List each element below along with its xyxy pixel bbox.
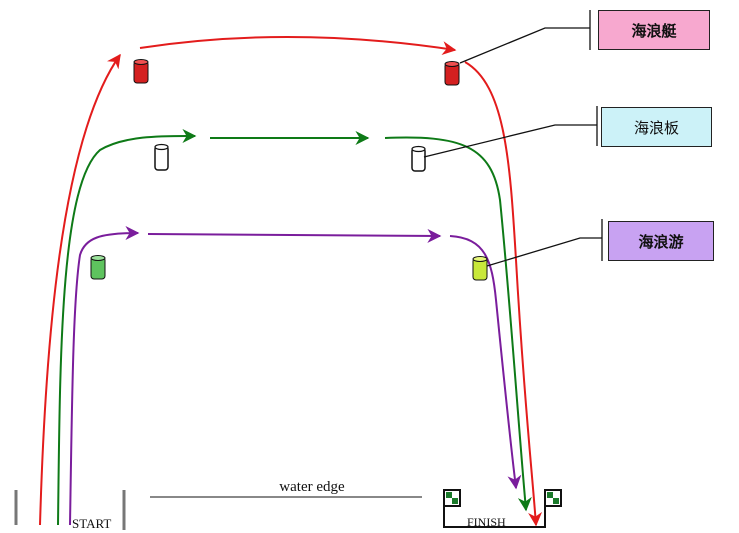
label-swim-text: 海浪游 bbox=[638, 232, 684, 251]
purple-course-path bbox=[69, 226, 522, 526]
green-buoy-left bbox=[90, 255, 106, 280]
start-label: START bbox=[72, 516, 111, 531]
label-boat: 海浪艇 bbox=[598, 10, 710, 50]
finish-flag-left bbox=[443, 489, 461, 507]
label-board: 海浪板 bbox=[601, 107, 712, 147]
red-buoy-left bbox=[133, 59, 149, 84]
red-buoy-right bbox=[444, 61, 460, 86]
label-board-text: 海浪板 bbox=[633, 118, 679, 137]
white-buoy-right bbox=[411, 145, 426, 172]
label-boat-text: 海浪艇 bbox=[631, 21, 677, 40]
red-course-path bbox=[39, 36, 543, 527]
finish-label: FINISH bbox=[467, 515, 506, 529]
label-connectors bbox=[423, 10, 603, 267]
white-buoy-left bbox=[154, 143, 169, 171]
finish-gate: FINISH bbox=[443, 489, 562, 529]
water-edge-label: water edge bbox=[279, 479, 345, 495]
label-swim: 海浪游 bbox=[608, 221, 714, 261]
yellowgreen-buoy-right bbox=[472, 256, 488, 281]
green-course-path bbox=[57, 128, 532, 526]
finish-flag-right bbox=[544, 489, 562, 507]
